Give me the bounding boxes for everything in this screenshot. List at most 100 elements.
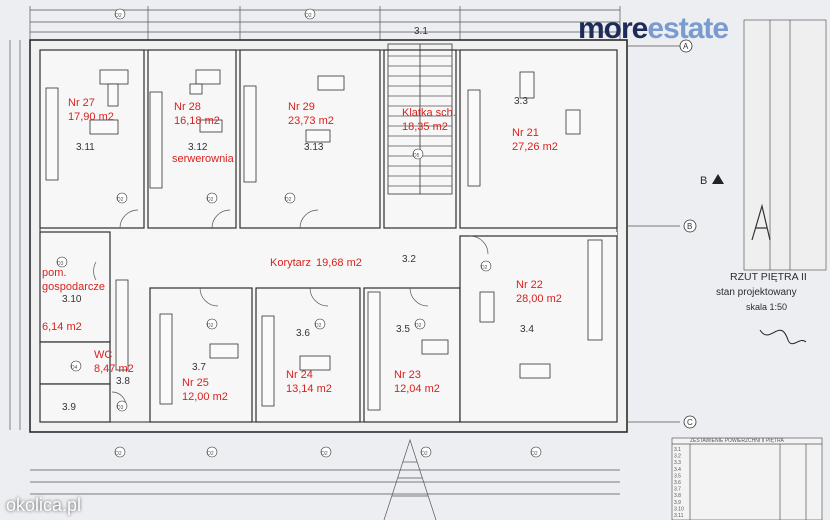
room-24-area: 13,14 m2 bbox=[286, 383, 332, 395]
room-28-note: serwerownia bbox=[172, 153, 235, 165]
utility-room-name: pom. bbox=[42, 267, 66, 279]
area-table-row-code: 3.7 bbox=[674, 487, 681, 493]
code-3-6: 3.6 bbox=[296, 328, 310, 339]
marker-d2-5: D2 bbox=[315, 323, 322, 329]
room-23-name: Nr 23 bbox=[394, 369, 421, 381]
area-table-row-code: 3.3 bbox=[674, 460, 681, 466]
marker-o2-4: O2 bbox=[421, 451, 428, 457]
room-27-area: 17,90 m2 bbox=[68, 111, 114, 123]
utility-room-name-2: gospodarcze bbox=[42, 281, 105, 293]
room-3-10 bbox=[39, 231, 111, 343]
marker-d2-2: D2 bbox=[207, 197, 214, 203]
axis-c-label: C bbox=[687, 418, 693, 427]
area-table-title: ZESTAWIENIE POWIERZCHNI II PIĘTRA bbox=[690, 438, 785, 444]
marker-o2-5: O2 bbox=[531, 451, 538, 457]
code-3-12: 3.12 bbox=[188, 142, 208, 153]
plan-title: RZUT PIĘTRA II bbox=[730, 271, 807, 283]
room-29-name: Nr 29 bbox=[288, 101, 315, 113]
marker-o2-3: O2 bbox=[321, 451, 328, 457]
area-table-row-code: 3.1 bbox=[674, 447, 681, 453]
door-markers: D2 D2 D2 D5 D3 D4 D3 D2 D2 D2 D2 O2 O2 O… bbox=[56, 8, 542, 458]
marker-d2-1: D2 bbox=[117, 197, 124, 203]
marker-d5: D5 bbox=[413, 153, 420, 159]
room-3-12 bbox=[147, 49, 237, 229]
brand-part-1: more bbox=[578, 12, 648, 45]
roof-stair-bottom bbox=[383, 438, 437, 520]
brand-part-2: estate bbox=[647, 12, 729, 45]
code-3-8: 3.8 bbox=[116, 376, 130, 387]
area-table-row-code: 3.9 bbox=[674, 500, 681, 506]
site-watermark: okolica.pl bbox=[6, 495, 82, 515]
wc-name: WC bbox=[94, 349, 112, 361]
marker-d2-3: D2 bbox=[285, 197, 292, 203]
code-3-13: 3.13 bbox=[304, 142, 324, 153]
section-b-arrow bbox=[712, 174, 724, 184]
plan-subtitle: stan projektowany bbox=[716, 287, 797, 298]
marker-o2-6: O2 bbox=[115, 13, 122, 19]
stair-name: Klatka sch. bbox=[402, 107, 456, 119]
axis-markers: A B C B bbox=[627, 39, 724, 429]
top-dimension-lines bbox=[29, 6, 621, 40]
corridor-name: Korytarz bbox=[270, 257, 311, 269]
area-table-row-code: 3.4 bbox=[674, 467, 681, 473]
marker-d2-6: D2 bbox=[415, 323, 422, 329]
code-3-3: 3.3 bbox=[514, 96, 528, 107]
architect-stamp bbox=[743, 19, 827, 271]
furniture bbox=[89, 69, 581, 379]
left-dimension-lines bbox=[9, 40, 21, 430]
marker-o2-1: O2 bbox=[115, 451, 122, 457]
staircase bbox=[387, 43, 453, 195]
area-table-row-code: 3.6 bbox=[674, 480, 681, 486]
room-25-area: 12,00 m2 bbox=[182, 391, 228, 403]
area-table: ZESTAWIENIE POWIERZCHNI II PIĘTRA 3.13.2… bbox=[671, 437, 823, 520]
room-21-name: Nr 21 bbox=[512, 127, 539, 139]
room-28-name: Nr 28 bbox=[174, 101, 201, 113]
code-3-9: 3.9 bbox=[62, 402, 76, 413]
marker-d3-2: D3 bbox=[117, 405, 124, 411]
section-b-label: B bbox=[700, 175, 707, 187]
marker-o2-2: O2 bbox=[207, 451, 214, 457]
brand-logo: moreestate bbox=[578, 12, 729, 46]
marker-d4: D4 bbox=[71, 365, 78, 371]
radiators bbox=[45, 85, 603, 411]
area-table-rows: 3.13.23.33.43.53.63.73.83.93.103.11 bbox=[674, 447, 684, 519]
room-24-name: Nr 24 bbox=[286, 369, 313, 381]
room-21-area: 27,26 m2 bbox=[512, 141, 558, 153]
utility-room-area: 6,14 m2 bbox=[42, 321, 82, 333]
axis-a-label: A bbox=[683, 42, 689, 51]
area-table-row-code: 3.2 bbox=[674, 454, 681, 460]
code-3-11: 3.11 bbox=[76, 142, 95, 153]
bottom-dimension-lines bbox=[30, 469, 620, 495]
room-22-area: 28,00 m2 bbox=[516, 293, 562, 305]
axis-b-label: B bbox=[687, 222, 692, 231]
wc-area: 8,47 m2 bbox=[94, 363, 134, 375]
marker-d2-7: D2 bbox=[481, 265, 488, 271]
room-25-name: Nr 25 bbox=[182, 377, 209, 389]
code-3-5: 3.5 bbox=[396, 324, 410, 335]
code-3-2: 3.2 bbox=[402, 254, 416, 265]
signature bbox=[759, 329, 807, 345]
room-27-name: Nr 27 bbox=[68, 97, 95, 109]
marker-d2-4: D2 bbox=[207, 323, 214, 329]
code-3-4: 3.4 bbox=[520, 324, 534, 335]
room-3-9 bbox=[39, 383, 111, 423]
stair-area: 18,35 m2 bbox=[402, 121, 448, 133]
area-table-row-code: 3.8 bbox=[674, 493, 681, 499]
marker-o2-7: O2 bbox=[305, 13, 312, 19]
area-table-row-code: 3.11 bbox=[674, 513, 684, 519]
code-3-7: 3.7 bbox=[192, 362, 206, 373]
code-3-10: 3.10 bbox=[62, 294, 82, 305]
room-23-area: 12,04 m2 bbox=[394, 383, 440, 395]
plan-scale: skala 1:50 bbox=[746, 302, 787, 312]
room-28-area: 16,18 m2 bbox=[174, 115, 220, 127]
area-table-row-code: 3.10 bbox=[674, 506, 684, 512]
code-3-1: 3.1 bbox=[414, 26, 428, 37]
room-29-area: 23,73 m2 bbox=[288, 115, 334, 127]
corridor-area-text: 19,68 m2 bbox=[316, 257, 362, 269]
area-table-row-code: 3.5 bbox=[674, 473, 681, 479]
marker-d3-1: D3 bbox=[57, 261, 64, 267]
room-3-3 bbox=[459, 49, 618, 229]
room-22-name: Nr 22 bbox=[516, 279, 543, 291]
